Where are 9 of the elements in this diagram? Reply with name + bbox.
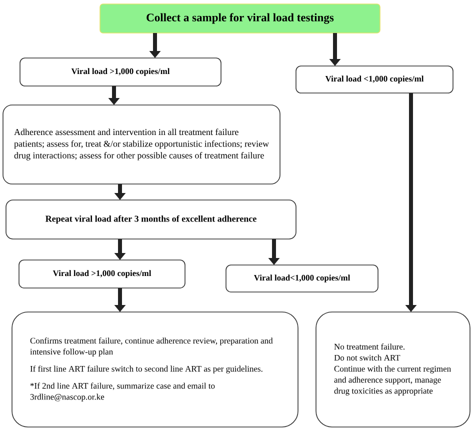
result-box: No treatment failure. Do not switch ART Continue with the current regimen and adherence support, manage drug toxicities as appropriate	[316, 312, 470, 428]
title-box: Collect a sample for viral load testings	[100, 4, 380, 34]
process-box: Viral load <1,000 copies/ml	[296, 66, 454, 94]
result-box: Confirms treatment failure, continue adherence review, preparation and intensive follow-up plan If first line ART failure switch to second line ART as per guidelines. *If 2nd line ART failure, summarize case and email to 3rdline@nascop.or.ke	[12, 312, 298, 428]
process-box: Adherence assessment and intervention in all treatment failure patients; assess for, treat &/or stabilize opportunistic infections; review drug interactions; assess for other possible causes of treatment failure	[2, 104, 280, 184]
process-box: Repeat viral load after 3 months of excellent adherence	[6, 200, 296, 240]
process-box: Viral load >1,000 copies/ml	[18, 260, 186, 288]
process-box: Viral load >1,000 copies/ml	[20, 58, 222, 86]
process-box: Viral load<1,000 copies/ml	[226, 264, 378, 292]
